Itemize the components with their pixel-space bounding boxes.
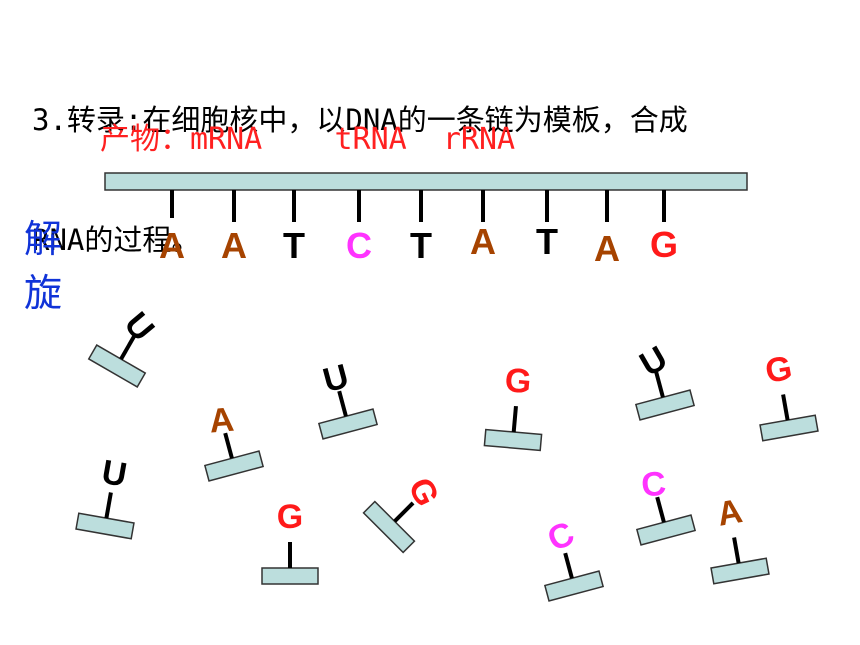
dna-base-A: A — [221, 190, 247, 266]
dna-base-A: A — [594, 190, 620, 269]
dna-backbone — [104, 172, 748, 191]
page-title: 3.转录:在细胞核中，以DNA的一条链为模板，合成 RNA的过程。 — [32, 20, 832, 300]
product-mrna: mRNA — [190, 122, 263, 157]
product-rrna: rRNA — [442, 122, 516, 157]
nucleotide-base-letter: G — [277, 498, 303, 536]
nucleotide-backbone-block — [317, 408, 379, 440]
nucleotide-stick — [393, 501, 415, 523]
nucleotide-stick — [781, 394, 790, 421]
nucleotide-stick — [732, 537, 741, 564]
dna-base-C: C — [346, 190, 372, 266]
dna-base-T: T — [536, 190, 558, 262]
dna-base-T: T — [283, 190, 305, 266]
nucleotide-base-letter: G — [762, 349, 795, 391]
free-nucleotide-G: G — [362, 472, 446, 554]
products-line: 产物：mRNA tRNA rRNA — [100, 118, 515, 162]
free-nucleotide-U: U — [317, 357, 379, 440]
nucleotide-stick — [655, 496, 666, 523]
nucleotide-backbone-block — [203, 450, 265, 482]
nucleotide-base-letter: G — [503, 361, 533, 401]
nucleotide-backbone-block — [87, 344, 147, 388]
nucleotide-backbone-block — [261, 567, 319, 585]
nucleotide-stick — [337, 390, 348, 417]
dna-base-letter: A — [221, 225, 247, 266]
title-line-1: 3.转录:在细胞核中，以DNA的一条链为模板，合成 — [32, 103, 688, 137]
free-nucleotide-G: G — [759, 349, 819, 442]
free-nucleotide-G: G — [483, 361, 543, 452]
free-nucleotides: U A U G U C U G G C A G — [75, 305, 819, 602]
nucleotide-base-letter: C — [640, 465, 668, 505]
nucleotide-base-letter: U — [117, 305, 162, 348]
nucleotide-base-letter: U — [633, 339, 673, 384]
nucleotide-stick — [563, 552, 574, 579]
dna-base-letter: T — [410, 225, 432, 266]
nucleotide-backbone-block — [634, 389, 696, 421]
nucleotide-stick — [511, 405, 518, 433]
dna-base-letter: T — [536, 221, 558, 262]
free-nucleotide-A: A — [710, 492, 770, 585]
nucleotide-backbone-block — [635, 514, 697, 546]
nucleotide-stick — [104, 492, 113, 519]
free-nucleotide-U: U — [87, 305, 162, 388]
dna-base-A: A — [159, 190, 185, 266]
products-label: 产物： — [100, 122, 190, 157]
dna-base-G: G — [650, 190, 678, 265]
nucleotide-base-letter: A — [208, 401, 236, 441]
free-nucleotide-C: C — [635, 465, 697, 546]
nucleotide-base-letter: U — [99, 453, 130, 495]
unwinding-label: 解 旋 — [24, 212, 74, 320]
nucleotide-backbone-block — [483, 428, 543, 452]
dna-base-letter: A — [159, 225, 185, 266]
free-nucleotide-A: A — [203, 401, 265, 482]
title-line-2: RNA的过程。 — [32, 223, 201, 257]
dna-base-letter: C — [346, 225, 372, 266]
free-nucleotide-U: U — [75, 453, 135, 540]
nucleotide-base-letter: U — [319, 357, 353, 400]
free-nucleotide-U: U — [633, 339, 696, 421]
nucleotide-backbone-block — [759, 414, 819, 442]
nucleotide-base-letter: C — [542, 514, 580, 559]
nucleotide-stick — [119, 335, 136, 361]
nucleotide-stick — [654, 371, 665, 398]
dna-base-T: T — [410, 190, 432, 266]
dna-base-letter: A — [594, 228, 620, 269]
dna-base-letter: A — [470, 221, 496, 262]
free-nucleotide-C: C — [542, 514, 605, 602]
nucleotide-backbone-block — [543, 570, 605, 602]
nucleotide-stick — [223, 432, 234, 459]
dna-base-letter: T — [283, 225, 305, 266]
dna-base-letter: G — [650, 224, 678, 265]
dna-base-A: A — [470, 190, 496, 262]
unwinding-char-1: 解 — [24, 217, 63, 261]
product-trna: tRNA — [334, 122, 407, 157]
nucleotide-base-letter: A — [714, 492, 745, 534]
free-nucleotide-G: G — [261, 498, 319, 585]
unwinding-char-2: 旋 — [24, 271, 63, 315]
